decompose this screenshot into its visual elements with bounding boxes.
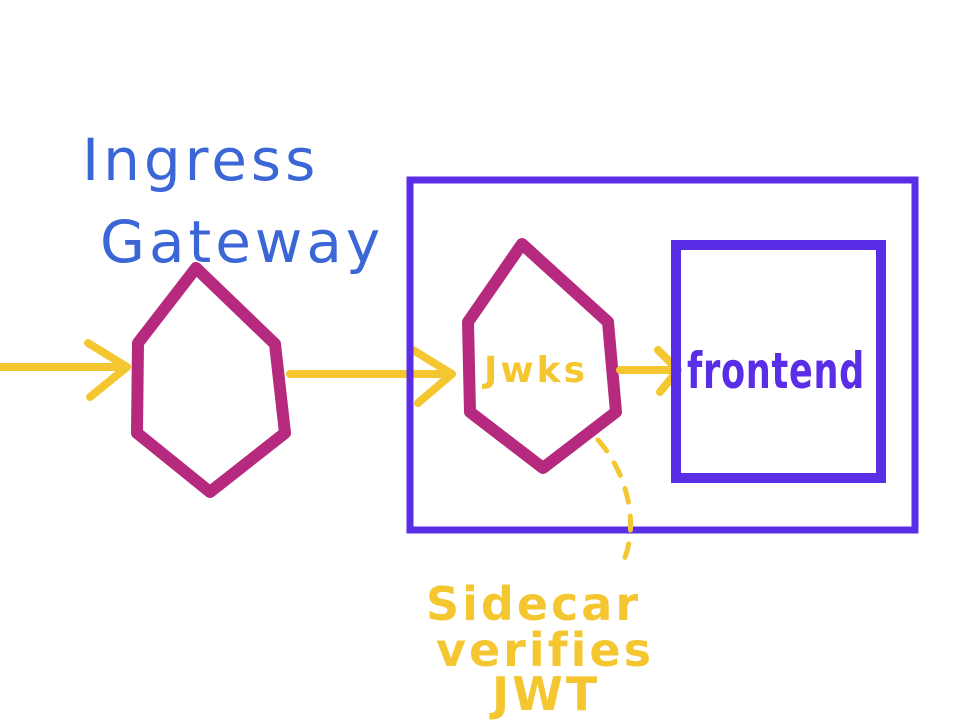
pod-box (406, 176, 919, 534)
incoming-arrow (0, 339, 131, 401)
frontend-box (671, 240, 886, 483)
note-line3: JWT (489, 667, 600, 721)
ingress-label-line2: Gateway (100, 208, 384, 276)
note-line2: verifies (436, 623, 654, 677)
gateway-to-pod-arrow (286, 346, 456, 407)
sidecar-hexagon (462, 238, 622, 474)
note-line1: Sidecar (426, 577, 641, 631)
jwks-label: Jwks (481, 350, 588, 391)
sidecar-to-frontend-arrow (616, 346, 682, 396)
frontend-label: frontend (687, 342, 865, 400)
ingress-gateway-hexagon (131, 262, 291, 498)
ingress-label-line1: Ingress (82, 126, 319, 194)
callout-dashed-line (595, 437, 633, 563)
